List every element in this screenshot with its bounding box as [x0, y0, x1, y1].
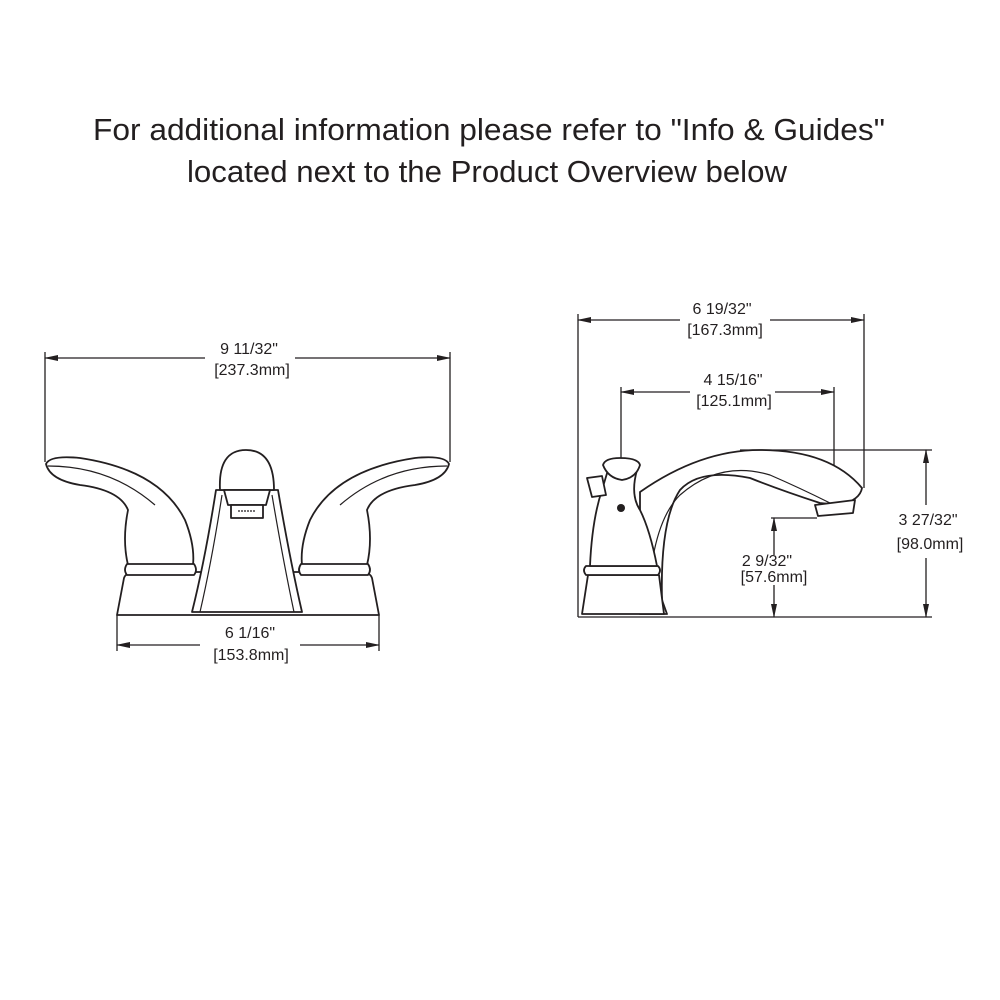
overall-width-metric: [237.3mm]: [214, 362, 290, 379]
overall-height-metric: [98.0mm]: [897, 536, 964, 553]
spout-reach-imperial: 4 15/16": [703, 372, 762, 389]
overall-height-imperial: 3 27/32": [898, 512, 957, 529]
overall-depth-metric: [167.3mm]: [687, 322, 763, 339]
spout-clearance-metric: [57.6mm]: [741, 569, 808, 586]
spout-reach-metric: [125.1mm]: [696, 393, 772, 410]
base-width-imperial: 6 1/16": [225, 625, 275, 642]
base-width-metric: [153.8mm]: [213, 647, 289, 664]
heading-line-1: For additional information please refer …: [93, 112, 885, 147]
faucet-front-drawing: [45, 449, 450, 616]
spout-clearance-imperial: 2 9/32": [742, 553, 792, 570]
faucet-side-drawing: [581, 449, 863, 615]
overall-depth-imperial: 6 19/32": [692, 301, 751, 318]
heading-line-2: located next to the Product Overview bel…: [187, 154, 788, 189]
front-view: 9 11/32" [237.3mm] 6 1/1: [44, 341, 451, 664]
side-view: 6 19/32" [167.3mm] 4 15/16" [125.1mm]: [577, 301, 964, 618]
overall-width-imperial: 9 11/32": [220, 341, 278, 358]
